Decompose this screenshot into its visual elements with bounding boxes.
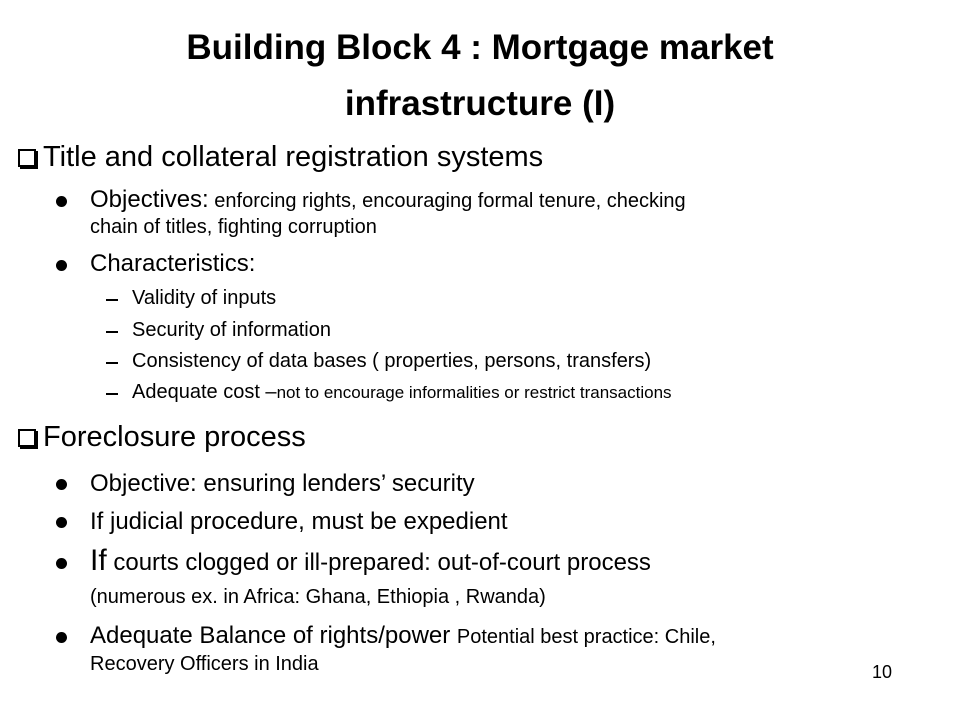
bullet-balance: Adequate Balance of rights/power Potenti… xyxy=(90,623,716,650)
bullet-objectives-cont: chain of titles, fighting corruption xyxy=(90,213,377,240)
sub-bullet-validity: Validity of inputs xyxy=(132,287,277,309)
bullet-text: Potential best practice: Chile, xyxy=(456,626,716,648)
sub-bullet-security: Security of information xyxy=(132,319,331,341)
bullet-label: Characteristics: xyxy=(90,250,256,277)
bullet-text: courts clogged or ill-prepared: out-of-c… xyxy=(106,549,651,576)
dash-bullet-icon xyxy=(106,331,118,333)
sub-bullet-consistency: Consistency of data bases ( properties, … xyxy=(132,350,652,372)
section-heading-text: Foreclosure process xyxy=(43,421,306,453)
bullet-balance-cont: Recovery Officers in India xyxy=(90,650,319,677)
dash-bullet-icon xyxy=(106,299,118,301)
title-line-2: infrastructure (I) xyxy=(344,84,616,123)
bullet-objectives: Objectives: enforcing rights, encouragin… xyxy=(90,187,686,214)
bullet-dot-icon xyxy=(56,479,67,490)
dash-bullet-icon xyxy=(106,393,118,395)
page-number: 10 xyxy=(871,662,892,682)
bullet-text: chain of titles, fighting corruption xyxy=(90,216,377,238)
bullet-text: enforcing rights, encouraging formal ten… xyxy=(208,190,686,212)
bullet-dot-icon xyxy=(56,558,67,569)
bullet-dot-icon xyxy=(56,632,67,643)
checkbox-bullet-icon xyxy=(18,149,36,167)
sub-bullet-adequate-cost: Adequate cost –not to encourage informal… xyxy=(132,380,672,405)
bullet-judicial: If judicial procedure, must be expedient xyxy=(90,508,508,535)
bullet-dot-icon xyxy=(56,196,67,207)
bullet-courts: If courts clogged or ill-prepared: out-o… xyxy=(90,546,651,576)
bullet-dot-icon xyxy=(56,517,67,528)
bullet-dot-icon xyxy=(56,260,67,271)
dash-bullet-icon xyxy=(106,362,118,364)
bullet-objective: Objective: ensuring lenders’ security xyxy=(90,470,475,497)
bullet-label: Objectives: xyxy=(90,186,209,213)
section-heading-text: Title and collateral registration system… xyxy=(43,141,544,173)
bullet-label: Adequate Balance of rights/power xyxy=(90,622,457,649)
checkbox-bullet-icon xyxy=(18,429,36,447)
slide-title: Building Block 4 : Mortgage market infra… xyxy=(0,20,960,132)
sub-bullet-label: Adequate cost – xyxy=(132,381,277,403)
title-line-1: Building Block 4 : Mortgage market xyxy=(186,28,774,67)
bullet-label: If xyxy=(90,544,107,577)
bullet-text: (numerous ex. in Africa: Ghana, Ethiopia… xyxy=(90,586,546,608)
bullet-characteristics: Characteristics: xyxy=(90,251,255,277)
bullet-text: Recovery Officers in India xyxy=(90,653,319,675)
sub-bullet-text: not to encourage informalities or restri… xyxy=(276,383,672,402)
bullet-courts-cont: (numerous ex. in Africa: Ghana, Ethiopia… xyxy=(90,583,546,610)
section-heading-title-registration: Title and collateral registration system… xyxy=(18,140,543,174)
section-heading-foreclosure: Foreclosure process xyxy=(18,420,306,454)
